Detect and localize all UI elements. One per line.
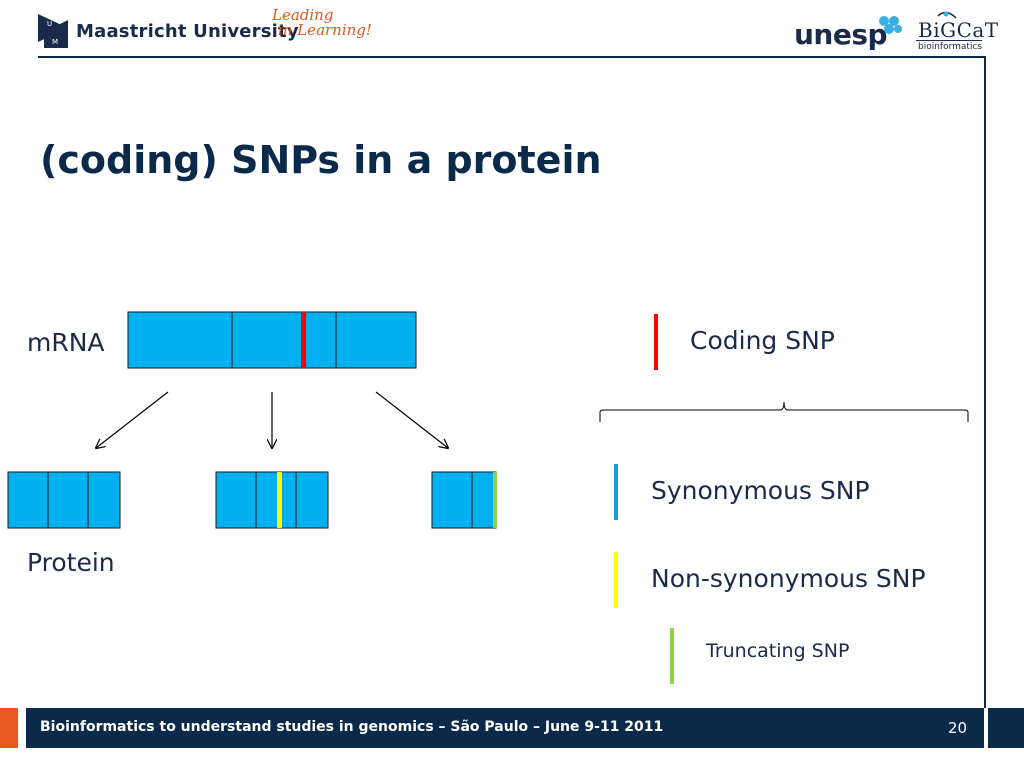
truncating-snp-marker bbox=[493, 472, 497, 528]
university-name: Maastricht University bbox=[76, 21, 299, 42]
protein-block bbox=[431, 471, 473, 529]
protein-block bbox=[87, 471, 121, 529]
legend-brace bbox=[599, 401, 969, 422]
protein-label: Protein bbox=[27, 548, 115, 577]
slogan-line-1: Leading bbox=[272, 6, 334, 24]
arrow-left bbox=[96, 391, 169, 448]
legend-non-synonymous-snp-label: Non-synonymous SNP bbox=[651, 564, 926, 593]
footer-accent bbox=[0, 708, 18, 748]
snp-diagram bbox=[7, 311, 969, 684]
protein-synonymous bbox=[7, 471, 121, 529]
footer-text: Bioinformatics to understand studies in … bbox=[40, 719, 664, 735]
protein-block bbox=[7, 471, 49, 529]
svg-text:M: M bbox=[52, 38, 58, 46]
university-slogan: Leading in Learning! bbox=[272, 8, 372, 38]
footer-bar bbox=[26, 708, 984, 748]
protein-non-synonymous bbox=[215, 471, 329, 529]
bigcat-divider bbox=[916, 40, 982, 41]
mrna-strip bbox=[127, 311, 417, 369]
mrna-block bbox=[335, 311, 417, 369]
bigcat-logo-text: BiGCaT bbox=[918, 18, 999, 42]
unesp-logo-text: unesp bbox=[794, 18, 888, 51]
legend-synonymous-snp-marker bbox=[614, 464, 618, 520]
protein-block bbox=[47, 471, 89, 529]
bigcat-logo bbox=[937, 11, 957, 19]
bigcat-logo-subtitle: bioinformatics bbox=[918, 42, 983, 52]
page-number: 20 bbox=[948, 719, 968, 737]
arrow-right bbox=[375, 391, 448, 448]
svg-text:U: U bbox=[47, 20, 52, 28]
protein-block bbox=[471, 471, 497, 529]
protein-truncating bbox=[431, 471, 497, 529]
mrna-label: mRNA bbox=[27, 328, 105, 357]
protein-block bbox=[295, 471, 329, 529]
slogan-line-2: in Learning! bbox=[278, 21, 372, 39]
legend-truncating-snp-label: Truncating SNP bbox=[706, 640, 850, 662]
non-synonymous-snp-marker bbox=[277, 472, 282, 528]
footer-page-box bbox=[988, 708, 1024, 748]
mrna-coding-snp-marker bbox=[301, 312, 306, 368]
legend-coding-snp-marker bbox=[654, 314, 658, 370]
unesp-logo-icon bbox=[879, 16, 902, 34]
right-border bbox=[984, 56, 986, 708]
legend-truncating-snp-marker bbox=[670, 628, 674, 684]
legend-coding-snp-label: Coding SNP bbox=[690, 326, 835, 355]
protein-block bbox=[215, 471, 257, 529]
legend-synonymous-snp-label: Synonymous SNP bbox=[651, 476, 870, 505]
mrna-block bbox=[231, 311, 337, 369]
legend-non-synonymous-snp-marker bbox=[614, 552, 618, 608]
mrna-block bbox=[127, 311, 233, 369]
slide-title: (coding) SNPs in a protein bbox=[40, 138, 602, 182]
header-divider bbox=[38, 56, 986, 58]
um-logo: U M bbox=[38, 14, 68, 48]
protein-block bbox=[255, 471, 297, 529]
